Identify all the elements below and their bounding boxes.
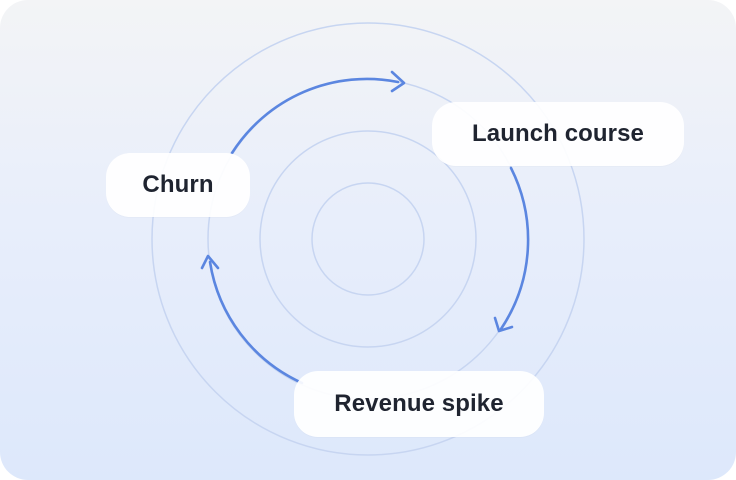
node-launch-course-label: Launch course <box>471 120 644 147</box>
inner-ring <box>311 182 425 296</box>
outer-ring <box>151 22 585 456</box>
node-revenue-spike-label: Revenue spike <box>334 390 504 417</box>
middle-inner-ring <box>259 130 477 348</box>
cycle-arrows <box>200 70 530 385</box>
arc-churn-to-launch <box>230 77 400 155</box>
arrowhead-launch-icon <box>390 70 406 93</box>
node-launch-course: Launch course <box>432 102 684 166</box>
arc-revenue-to-churn <box>208 260 304 385</box>
arrowhead-churn-icon <box>200 254 220 270</box>
node-churn: Churn <box>106 153 250 217</box>
arrowhead-revenue-icon <box>493 316 514 333</box>
arc-launch-to-revenue <box>499 166 530 331</box>
node-revenue-spike: Revenue spike <box>294 371 544 437</box>
node-churn-label: Churn <box>142 171 214 198</box>
